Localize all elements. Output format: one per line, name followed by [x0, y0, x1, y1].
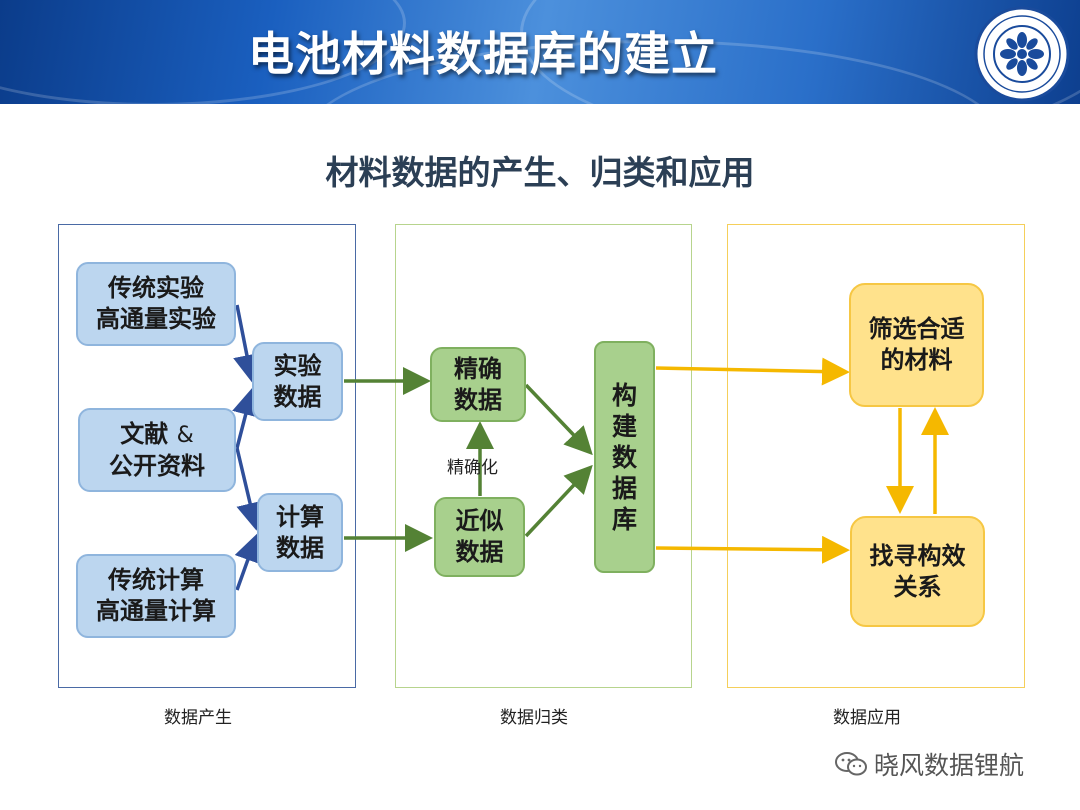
section-application-label: 数据应用: [833, 708, 901, 728]
node-precise-data: 精确 数据: [430, 347, 526, 422]
ampersand: &: [176, 422, 194, 448]
section-classification-label: 数据归类: [500, 708, 568, 728]
generation-panel: [58, 224, 356, 688]
node-screen-materials: 筛选合适 的材料: [849, 283, 984, 407]
node-traditional-computation: 传统计算 高通量计算: [76, 554, 236, 638]
application-panel: [727, 224, 1025, 688]
chat-icon: [835, 752, 867, 776]
arrow-approx-to-database: [524, 464, 593, 538]
arrow-precise-to-database: [524, 383, 593, 456]
arrow-literature-to-expdata: [232, 387, 260, 449]
diagram-subtitle: 材料数据的产生、归类和应用: [325, 153, 755, 192]
refinement-label: 精确化: [447, 458, 498, 478]
node-build-database: 构 建 数 据 库: [594, 341, 655, 573]
node-traditional-experiment: 传统实验 高通量实验: [76, 262, 236, 346]
watermark-text: 晓风数据锂航: [874, 751, 1025, 780]
watermark: 晓风数据锂航: [834, 746, 1024, 782]
node-literature-label: 文献: [120, 419, 169, 448]
arrow-literature-to-compdata: [235, 447, 264, 531]
arrow-database-to-screen: [655, 357, 850, 386]
header-banner: 电池材料数据库的建立: [0, 0, 1080, 104]
arrow-database-to-relationship: [655, 535, 850, 564]
node-public-data-label: 公开资料: [109, 451, 205, 480]
classification-panel: [395, 224, 692, 688]
page-title: 电池材料数据库的建立: [248, 27, 718, 81]
academy-logo: [974, 6, 1070, 102]
node-find-relationship: 找寻构效 关系: [850, 516, 985, 627]
arrow-computation-to-compdata: [234, 533, 262, 591]
node-literature: 文献 & 公开资料: [78, 408, 236, 492]
node-approximate-data: 近似 数据: [434, 497, 525, 577]
node-computational-data: 计算 数据: [257, 493, 343, 572]
arrow-experiment-to-expdata: [233, 304, 261, 383]
node-experimental-data: 实验 数据: [252, 342, 343, 421]
section-generation-label: 数据产生: [164, 708, 232, 728]
